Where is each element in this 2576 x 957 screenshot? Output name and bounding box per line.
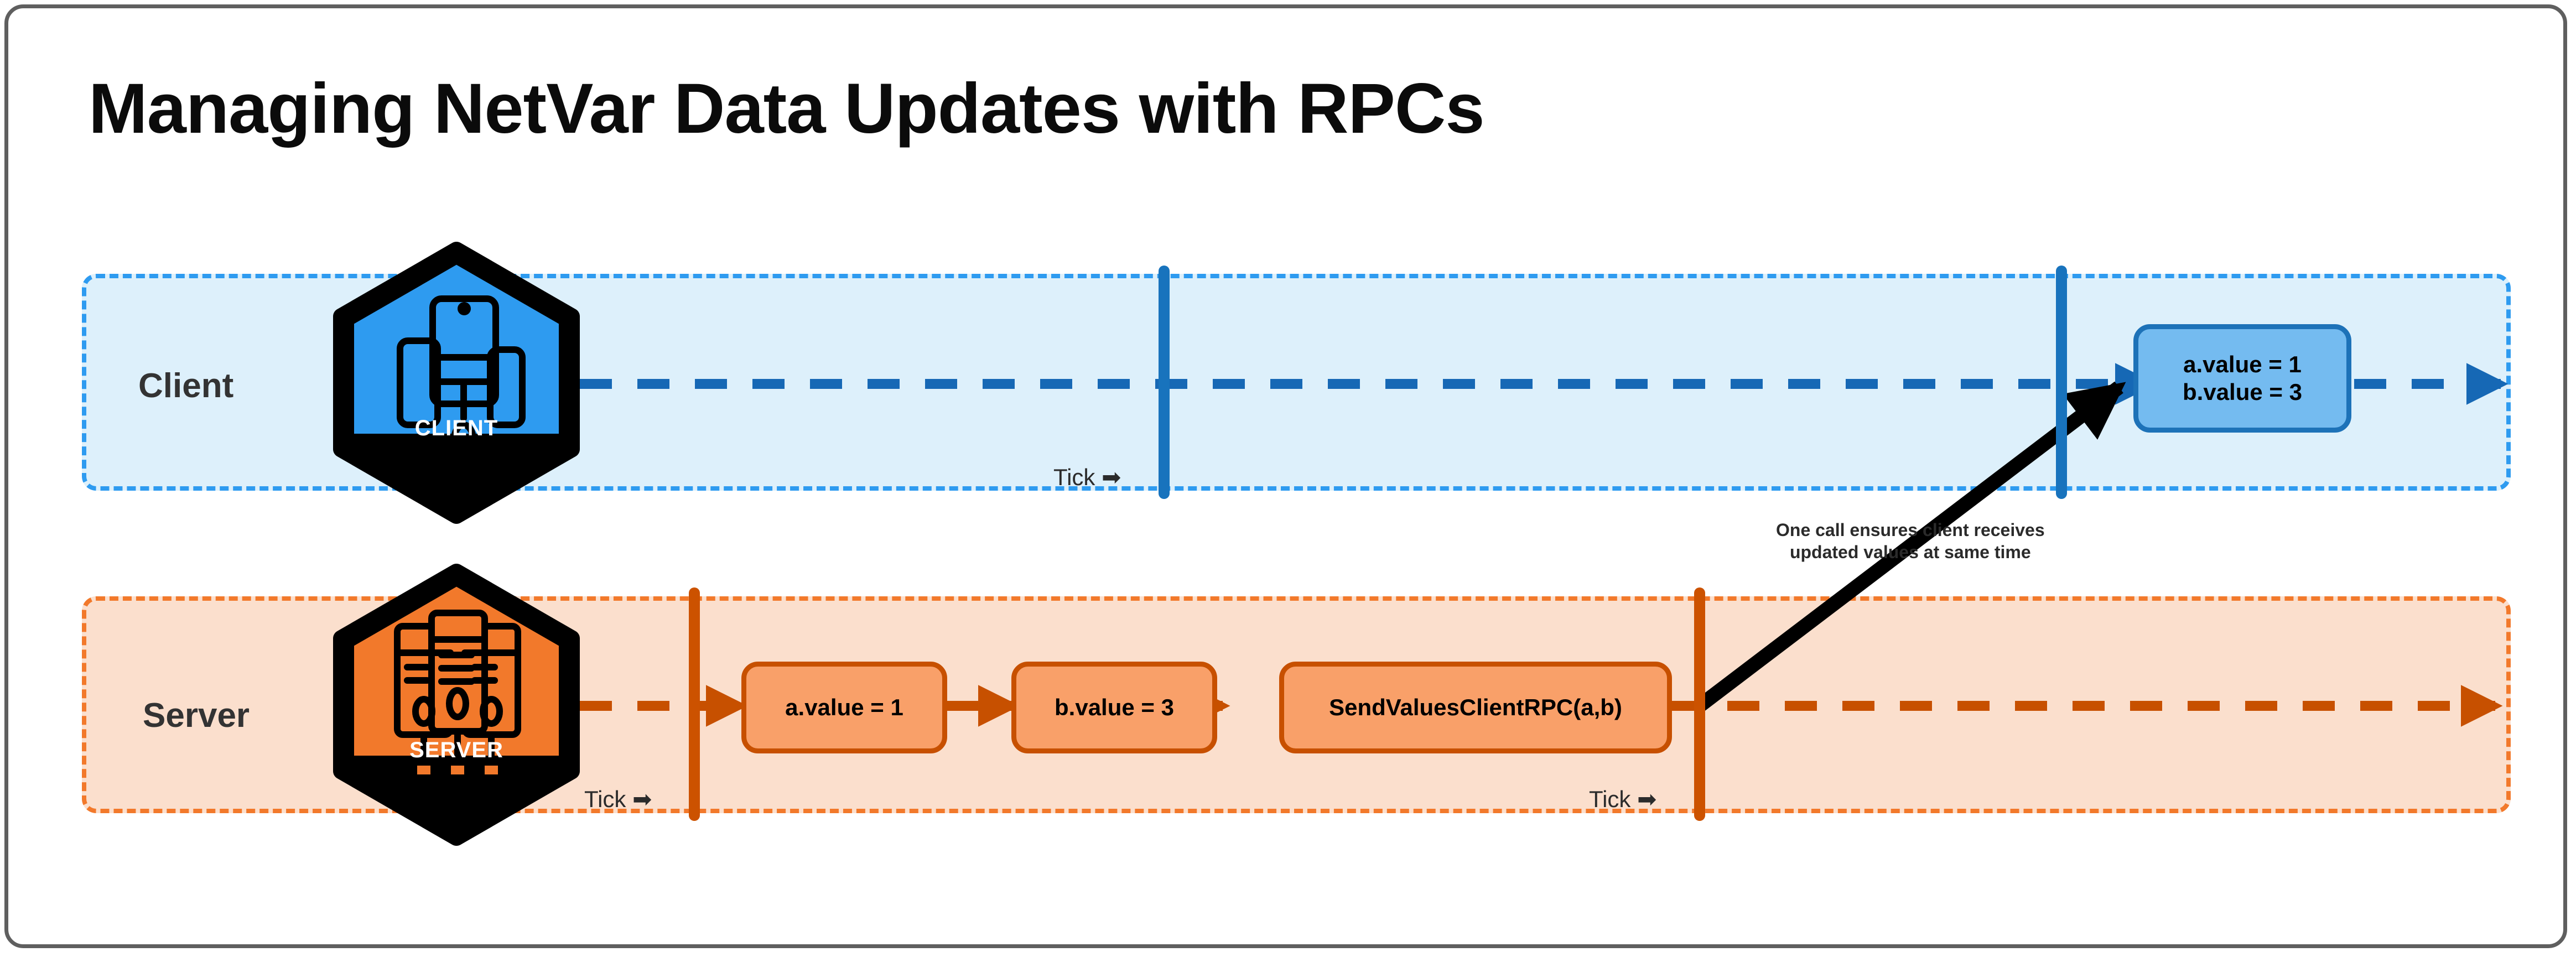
- client-lane-label: Client: [138, 367, 234, 405]
- rpc-annotation-line-1: One call ensures client receives: [1776, 520, 2045, 540]
- rpc-annotation-line-2: updated values at same time: [1789, 542, 2031, 562]
- rpc-annotation: One call ensures client receives updated…: [1776, 519, 2045, 563]
- client-value-box-text: a.value = 1 b.value = 3: [2183, 351, 2302, 405]
- server-tick-bar-2: [1694, 587, 1705, 821]
- client-tick-bar-2: [2056, 266, 2067, 499]
- server-box-send-rpc[interactable]: SendValuesClientRPC(a,b): [1279, 662, 1672, 753]
- server-badge-wrap: SERVER: [341, 572, 572, 762]
- server-box-a-value[interactable]: a.value = 1: [741, 662, 947, 753]
- server-lane-label: Server: [143, 696, 250, 735]
- server-box-b-value-text: b.value = 3: [1055, 694, 1174, 721]
- server-tick-label-1: Tick ➡: [584, 786, 652, 812]
- server-box-a-value-text: a.value = 1: [785, 694, 903, 721]
- server-badge-caption: SERVER: [409, 738, 503, 762]
- client-tick-bar-1: [1159, 266, 1170, 499]
- client-value-line-1: a.value = 1: [2183, 351, 2302, 378]
- server-box-send-rpc-text: SendValuesClientRPC(a,b): [1329, 694, 1622, 721]
- server-box-b-value[interactable]: b.value = 3: [1011, 662, 1217, 753]
- client-value-line-2: b.value = 3: [2183, 379, 2302, 405]
- server-tick-label-2: Tick ➡: [1589, 786, 1657, 812]
- client-badge-wrap: CLIENT: [341, 250, 572, 440]
- client-value-box[interactable]: a.value = 1 b.value = 3: [2133, 324, 2351, 433]
- client-tick-label-1: Tick ➡: [1053, 464, 1121, 490]
- server-tick-bar-1: [689, 587, 700, 821]
- page-title: Managing NetVar Data Updates with RPCs: [89, 69, 1484, 148]
- client-badge-caption: CLIENT: [414, 416, 498, 440]
